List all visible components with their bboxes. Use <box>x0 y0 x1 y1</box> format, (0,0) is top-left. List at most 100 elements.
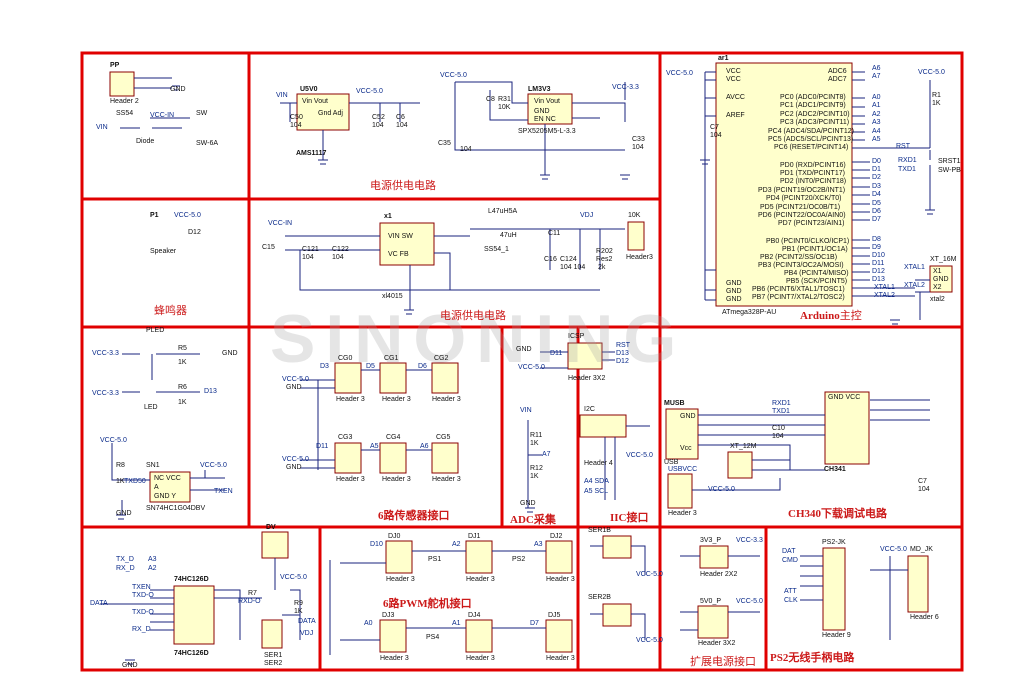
label-header3-dj0: Header 3 <box>386 576 415 583</box>
label-vcc50-sn: VCC-5.0 <box>100 437 127 444</box>
label-header9: Header 9 <box>822 632 851 639</box>
label-net-d13: D13 <box>872 276 885 283</box>
xl4015-body <box>379 222 435 266</box>
label-pin-pc5: PC5 (ADC5/SCL/PCINT13) <box>768 136 854 143</box>
label-vcc50-sn-2: VCC-5.0 <box>200 462 227 469</box>
arduino-rest: 主控 <box>839 310 862 322</box>
label-pin-pc6: PC6 (RESET/PCINT14) <box>774 144 849 151</box>
label-dv: DV <box>266 524 276 531</box>
label-xl4015: xl4015 <box>382 293 403 300</box>
label-ps1: PS1 <box>428 556 442 563</box>
label-a7-adc: A7 <box>542 451 551 458</box>
header3-10k-body <box>627 221 645 251</box>
label-ss54-1: SS54_1 <box>484 246 509 253</box>
label-c33-value: 104 <box>632 144 644 151</box>
label-net-a4: A4 <box>872 128 881 135</box>
label-cg0: CG0 <box>338 355 353 362</box>
outer-border <box>80 51 964 672</box>
74hc126-body <box>173 585 215 645</box>
label-net-d3-sensor: D3 <box>320 363 329 370</box>
label-a5-scl: A5 SCL <box>584 488 609 495</box>
label-xt16m: XT_16M <box>930 256 957 263</box>
label-vcc-in: VCC-IN <box>150 112 175 119</box>
label-gnd-xtal: GND <box>933 276 949 283</box>
label-pin-pd1: PD1 (TXD/PCINT17) <box>780 170 845 177</box>
label-d13-icsp: D13 <box>616 350 629 357</box>
label-vcc50-rst: VCC-5.0 <box>918 69 945 76</box>
wires <box>100 71 931 655</box>
label-ser2b: SER2B <box>588 594 611 601</box>
label-a4-sda: A4 SDA <box>584 478 609 485</box>
label-c7: C7 <box>710 124 719 131</box>
label-cg1: CG1 <box>384 355 399 362</box>
component-bodies <box>109 62 953 653</box>
label-net-d8: D8 <box>872 236 881 243</box>
label-c122: C122 <box>332 246 349 253</box>
label-net-a0: A0 <box>872 94 881 101</box>
label-c7-value: 104 <box>710 132 722 139</box>
label-vin-adc: VIN <box>520 407 532 414</box>
label-data: DATA <box>90 600 108 607</box>
label-rx-d: RX_D <box>116 565 135 572</box>
label-net-d5: D5 <box>872 200 881 207</box>
label-atmega: ATmega328P-AU <box>722 309 777 316</box>
label-usb-gnd: GND <box>680 413 696 420</box>
label-net-d2: D2 <box>872 174 881 181</box>
label-c35-value: 104 <box>460 146 472 153</box>
label-usbvcc: USBVCC <box>668 466 698 473</box>
cg2-body <box>431 362 459 394</box>
label-inductor: L47uH5A <box>488 208 518 215</box>
label-c33: C33 <box>632 136 645 143</box>
label-vcc33-led-1: VCC-3.3 <box>92 350 119 357</box>
label-r1-value: 1K <box>932 100 941 107</box>
label-header3-cg5: Header 3 <box>432 476 461 483</box>
label-pin-pd4: PD4 (PCINT20/XCK/T0) <box>766 195 842 202</box>
label-net-d11: D11 <box>872 260 885 267</box>
label-lm-en: EN NC <box>534 116 556 123</box>
label-pin-avcc: AVCC <box>726 94 745 101</box>
label-net-a3-pwm: A3 <box>534 541 543 548</box>
label-pin-pb2: PB2 (PCINT2/SS/OC1B) <box>760 254 838 261</box>
dj2-body <box>545 540 573 574</box>
label-pin-pb4: PB4 (PCINT4/MISO) <box>784 270 849 277</box>
label-rx-d-2: RX_D <box>132 626 151 633</box>
label-rxd1-ch: RXD1 <box>772 400 791 407</box>
label-dj5: DJ5 <box>548 612 561 619</box>
label-vdj: VDJ <box>580 212 594 219</box>
dv-body <box>261 531 289 559</box>
label-dj1: DJ1 <box>468 533 481 540</box>
label-r31-value: 10K <box>498 104 511 111</box>
label-sn-a: A <box>154 484 159 491</box>
cg3-body <box>334 442 362 474</box>
label-usb-vcc: Vcc <box>680 445 692 452</box>
label-gnd-adc: GND <box>520 500 536 507</box>
label-c16-value: 104 104 <box>560 264 586 271</box>
dj0-body <box>385 540 413 574</box>
label-net-d7-pwm: D7 <box>530 620 539 627</box>
label-pin-aref: AREF <box>726 112 745 119</box>
label-sw6a: SW-6A <box>196 140 219 147</box>
section-title-arduino: Arduino主控 <box>800 310 862 322</box>
label-pin-pc2: PC2 (ADC2/PCINT10) <box>780 111 850 118</box>
label-net-a2-pwm: A2 <box>452 541 461 548</box>
label-vcc50-exp: VCC-5.0 <box>736 598 763 605</box>
label-net-a1-pwm: A1 <box>452 620 461 627</box>
label-net-d4: D4 <box>872 191 881 198</box>
label-sw: SW <box>196 110 208 117</box>
label-x2-pin: X2 <box>933 284 942 291</box>
label-gnd-sensor-1: GND <box>286 384 302 391</box>
section-title-adc: ADC采集 <box>510 514 556 526</box>
label-vin-2: VIN <box>276 92 288 99</box>
label-c10: C10 <box>772 425 785 432</box>
label-net-d10-pwm: D10 <box>370 541 383 548</box>
label-header3-cg4: Header 3 <box>382 476 411 483</box>
section-title-pwm: 6路PWM舵机接口 <box>383 598 472 610</box>
label-r5-value: 1K <box>178 359 187 366</box>
label-dj4: DJ4 <box>468 612 481 619</box>
label-c52-value: 104 <box>372 122 384 129</box>
label-dj0: DJ0 <box>388 533 401 540</box>
label-header3-cg2: Header 3 <box>432 396 461 403</box>
label-r31: R31 <box>498 96 511 103</box>
label-r1: R1 <box>932 92 941 99</box>
label-vdj-2: VDJ <box>300 630 314 637</box>
